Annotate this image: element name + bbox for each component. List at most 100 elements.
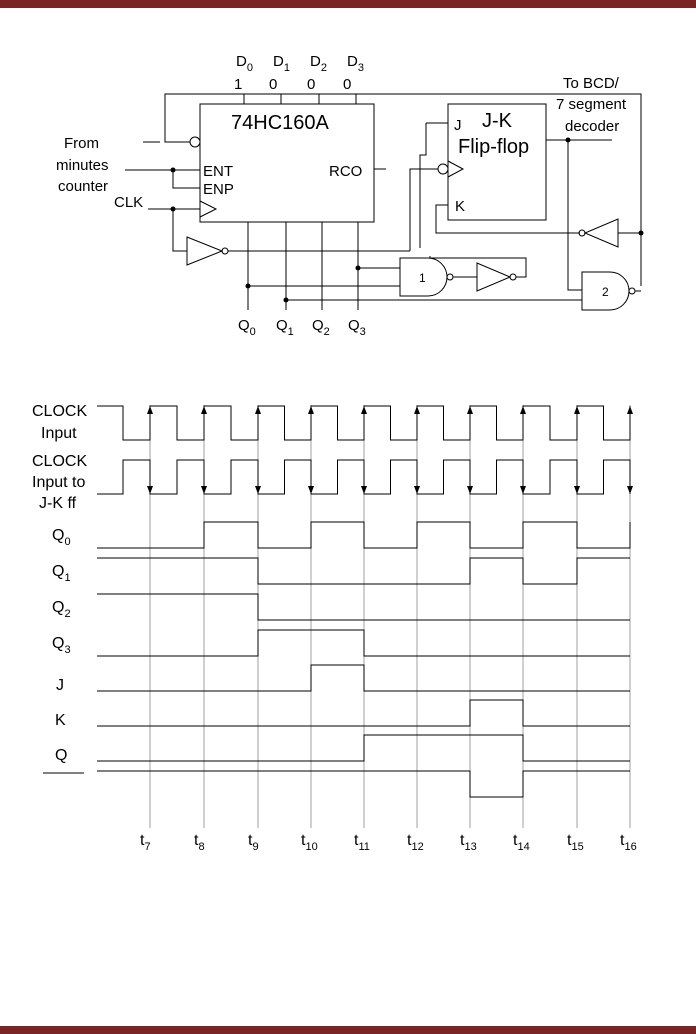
- time-mark-label: t9: [248, 832, 259, 853]
- signal-label: Input to: [32, 474, 85, 491]
- chip-name: 74HC160A: [231, 112, 330, 134]
- signal-label: Q0: [52, 527, 71, 548]
- time-mark-label: t8: [194, 832, 205, 853]
- clock-rise-arrow: [308, 406, 314, 414]
- q1-label: Q1: [276, 317, 294, 338]
- time-mark-label: t16: [620, 832, 637, 853]
- time-mark-label: t12: [407, 832, 424, 853]
- decoder-label-3: decoder: [565, 118, 619, 135]
- clk-label: CLK: [114, 194, 143, 211]
- q0-label: Q0: [238, 317, 256, 338]
- clock-fall-arrow: [520, 486, 526, 494]
- time-mark-label: t14: [513, 832, 530, 853]
- clock-fall-arrow: [414, 486, 420, 494]
- k-waveform: [97, 699, 630, 727]
- d0-label: D0: [236, 53, 253, 74]
- clock-rise-arrow: [201, 406, 207, 414]
- ff-k-label: K: [455, 198, 465, 215]
- counter-chip-box: [199, 103, 375, 223]
- clock-fall-arrow: [361, 486, 367, 494]
- from-label-1: From: [64, 135, 99, 152]
- clock-rise-arrow: [467, 406, 473, 414]
- q1-waveform: [97, 557, 630, 585]
- qbar-waveform: [97, 770, 630, 798]
- q2-label: Q2: [312, 317, 330, 338]
- clock-inverter: [186, 236, 224, 266]
- counter-circuit-diagram: 74HC160A ENT ENP RCO CLK From minutes co…: [56, 53, 644, 338]
- q0-waveform: [97, 521, 631, 549]
- signal-label: CLOCK: [32, 453, 87, 470]
- clock-rise-arrow: [255, 406, 261, 414]
- clock-fall-arrow: [574, 486, 580, 494]
- rco-label: RCO: [329, 163, 362, 180]
- ent-label: ENT: [203, 163, 233, 180]
- clear-bubble: [189, 136, 201, 148]
- signal-label: Input: [41, 425, 77, 442]
- signal-label: K: [55, 712, 66, 729]
- ff-title-1: J-K: [482, 110, 513, 132]
- bottom-border-bar: [0, 1026, 696, 1034]
- d2-value: 0: [307, 76, 315, 93]
- nand-gate-1: [399, 257, 448, 297]
- clock-rise-arrow: [520, 406, 526, 414]
- output-labels: Q0 Q1 Q2 Q3: [238, 317, 366, 338]
- clock-fall-arrow: [627, 486, 633, 494]
- signal-label: Q1: [52, 563, 71, 584]
- clock-fall-arrow: [467, 486, 473, 494]
- clock-ff-waveform: [97, 459, 631, 495]
- j-waveform: [97, 664, 630, 692]
- q3-label: Q3: [348, 317, 366, 338]
- time-mark-label: t10: [301, 832, 318, 853]
- signal-label: Q2: [52, 599, 71, 620]
- time-mark-label: t13: [460, 832, 477, 853]
- jk-flipflop-box: [447, 103, 547, 221]
- signal-label: Q: [55, 747, 67, 764]
- clock-fall-arrow: [201, 486, 207, 494]
- ff-title-2: Flip-flop: [458, 136, 529, 158]
- clk-triangle: [199, 200, 218, 218]
- d3-label: D3: [347, 53, 364, 74]
- q3-waveform: [97, 629, 630, 657]
- gate-2-number: 2: [602, 285, 609, 299]
- d0-value: 1: [234, 76, 242, 93]
- decoder-label-1: To BCD/: [563, 75, 620, 92]
- clock-rise-arrow: [574, 406, 580, 414]
- nand-gate-2: [581, 271, 630, 311]
- d2-label: D2: [310, 53, 327, 74]
- d1-label: D1: [273, 53, 290, 74]
- timing-gridlines: [149, 405, 631, 828]
- clock-rise-arrow: [414, 406, 420, 414]
- data-input-labels: D0 D1 D2 D3 1 0 0 0: [234, 53, 364, 93]
- d3-value: 0: [343, 76, 351, 93]
- clock-rise-arrow: [361, 406, 367, 414]
- time-mark-label: t7: [140, 832, 151, 853]
- clock-rise-arrow: [627, 406, 633, 414]
- clock-fall-arrow: [255, 486, 261, 494]
- clock-input-waveform: [97, 405, 631, 441]
- timing-waveforms: [97, 405, 633, 798]
- gate-1-number: 1: [419, 271, 426, 285]
- q2-waveform: [97, 593, 630, 621]
- signal-label: CLOCK: [32, 403, 87, 420]
- signal-label: J-K ff: [39, 495, 77, 512]
- time-mark-label: t11: [354, 832, 370, 853]
- top-border-bar: [0, 0, 696, 8]
- signal-label: J: [56, 677, 64, 694]
- decoder-label-2: 7 segment: [556, 96, 627, 113]
- ff-j-label: J: [454, 117, 462, 134]
- clock-fall-arrow: [147, 486, 153, 494]
- clock-fall-arrow: [308, 486, 314, 494]
- ff-clock-triangle: [447, 160, 465, 178]
- enp-label: ENP: [203, 181, 234, 198]
- from-label-2: minutes: [56, 157, 109, 174]
- ff-clock-bubble: [437, 163, 449, 175]
- d1-value: 0: [269, 76, 277, 93]
- feedback-inverter: [583, 218, 619, 248]
- q-waveform: [97, 734, 630, 762]
- inverter-after-gate-1: [476, 262, 512, 292]
- clock-rise-arrow: [147, 406, 153, 414]
- time-mark-label: t15: [567, 832, 584, 853]
- from-label-3: counter: [58, 178, 108, 195]
- signal-label: Q3: [52, 635, 71, 656]
